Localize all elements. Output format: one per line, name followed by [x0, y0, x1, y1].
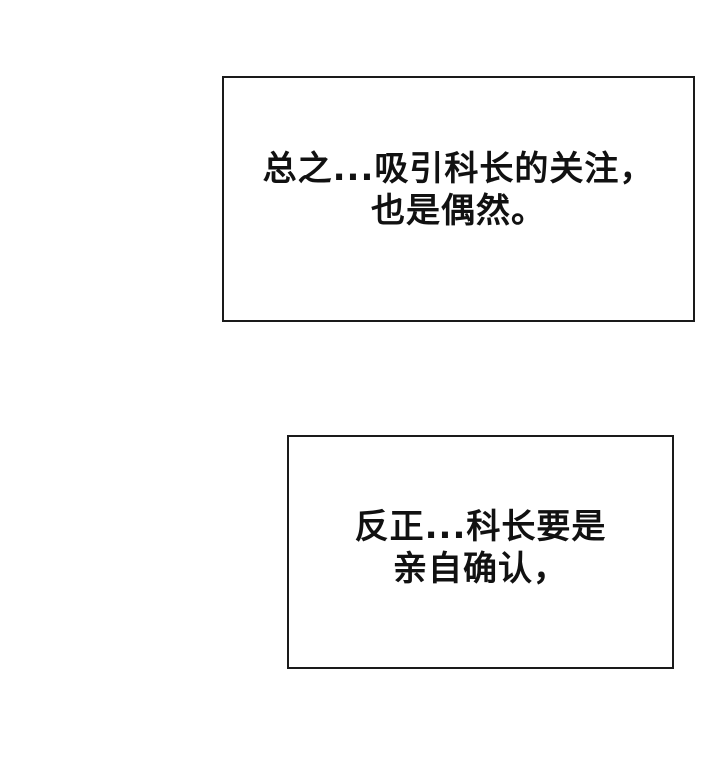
caption-1-line-1: 总之...吸引科长的关注， [262, 149, 655, 189]
caption-box-2: 反正...科长要是 亲自确认， [287, 435, 674, 669]
caption-1-line-2: 也是偶然。 [371, 191, 546, 231]
caption-text-1: 总之...吸引科长的关注， 也是偶然。 [263, 148, 655, 232]
caption-2-line-2: 亲自确认， [393, 549, 568, 589]
caption-text-2: 反正...科长要是 亲自确认， [355, 506, 607, 590]
caption-box-1: 总之...吸引科长的关注， 也是偶然。 [222, 76, 695, 322]
caption-2-line-1: 反正...科长要是 [354, 507, 607, 547]
